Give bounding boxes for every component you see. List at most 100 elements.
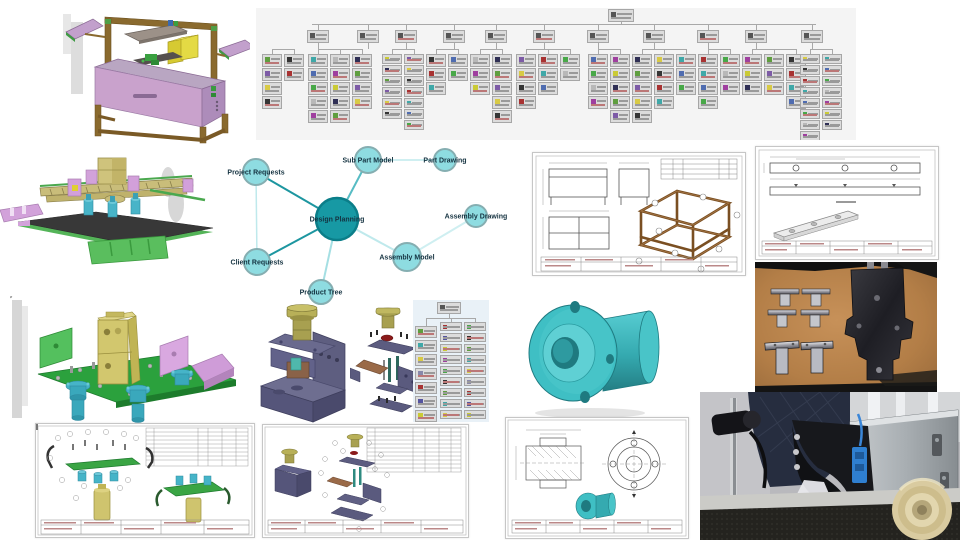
part-card bbox=[588, 54, 608, 67]
part-thumbnail-icon bbox=[495, 113, 500, 118]
card-text-line bbox=[767, 90, 781, 92]
card-text-line bbox=[446, 306, 459, 308]
card-text-line bbox=[795, 72, 804, 74]
card-text-line bbox=[435, 58, 444, 60]
part-thumbnail-icon bbox=[748, 33, 753, 38]
part-card bbox=[587, 30, 609, 43]
card-text-line bbox=[443, 381, 459, 383]
part-card bbox=[284, 54, 304, 67]
part-thumbnail-icon bbox=[311, 99, 316, 104]
card-text-line bbox=[748, 38, 764, 40]
network-edge bbox=[255, 171, 258, 263]
card-text-line bbox=[525, 58, 534, 60]
card-text-line bbox=[429, 90, 443, 92]
card-text-line bbox=[613, 62, 627, 64]
part-card bbox=[352, 54, 372, 67]
brackets-photo-art bbox=[755, 262, 937, 392]
part-card bbox=[308, 96, 328, 109]
part-thumbnail-icon bbox=[519, 71, 524, 76]
card-text-line bbox=[271, 58, 280, 60]
part-thumbnail-icon bbox=[495, 71, 500, 76]
part-thumbnail-icon bbox=[591, 99, 596, 104]
card-text-line bbox=[525, 100, 534, 102]
card-text-line bbox=[619, 100, 628, 102]
part-thumbnail-icon bbox=[536, 33, 541, 38]
card-text-line bbox=[751, 72, 760, 74]
part-card bbox=[654, 82, 674, 95]
part-thumbnail-icon bbox=[767, 85, 772, 90]
card-text-line bbox=[473, 62, 487, 64]
card-text-line bbox=[745, 62, 759, 64]
part-card bbox=[382, 98, 402, 108]
card-text-line bbox=[407, 114, 421, 116]
flanged-bushing-model bbox=[515, 287, 665, 422]
card-text-line bbox=[804, 38, 820, 40]
card-text-line bbox=[825, 59, 839, 61]
tree-connector bbox=[730, 49, 731, 54]
part-thumbnail-icon bbox=[429, 85, 434, 90]
card-text-line bbox=[729, 58, 738, 60]
card-text-line bbox=[611, 17, 631, 19]
card-text-line bbox=[685, 58, 694, 60]
card-text-line bbox=[773, 72, 782, 74]
tree-connector bbox=[294, 49, 295, 54]
part-thumbnail-icon bbox=[429, 57, 434, 62]
card-text-line bbox=[519, 76, 533, 78]
part-card bbox=[720, 82, 740, 95]
part-thumbnail-icon bbox=[451, 71, 456, 76]
card-text-line bbox=[723, 62, 737, 64]
part-thumbnail-icon bbox=[495, 99, 500, 104]
network-node-project-requests bbox=[242, 158, 270, 186]
part-card bbox=[801, 30, 823, 43]
card-text-line bbox=[467, 392, 483, 394]
part-card bbox=[448, 68, 468, 81]
card-text-line bbox=[597, 86, 606, 88]
card-text-line bbox=[773, 86, 782, 88]
part-card bbox=[676, 82, 696, 95]
part-card bbox=[464, 355, 486, 364]
part-thumbnail-icon bbox=[635, 71, 640, 76]
part-thumbnail-icon bbox=[311, 71, 316, 76]
card-text-line bbox=[619, 86, 628, 88]
tree-connector bbox=[526, 49, 527, 54]
card-text-line bbox=[265, 62, 279, 64]
network-node-assembly-model bbox=[392, 242, 422, 272]
part-card bbox=[284, 68, 304, 81]
part-thumbnail-icon bbox=[519, 99, 524, 104]
part-thumbnail-icon bbox=[311, 57, 316, 62]
card-text-line bbox=[542, 34, 553, 36]
part-thumbnail-icon bbox=[723, 85, 728, 90]
card-text-line bbox=[641, 114, 650, 116]
card-text-line bbox=[495, 62, 509, 64]
card-text-line bbox=[663, 100, 672, 102]
frame-drawing-sheet bbox=[532, 152, 746, 276]
part-card bbox=[492, 96, 512, 109]
part-thumbnail-icon bbox=[355, 71, 360, 76]
part-card bbox=[415, 410, 437, 422]
card-text-line bbox=[663, 72, 672, 74]
part-thumbnail-icon bbox=[265, 99, 270, 104]
network-label-sub-part-model: Sub Part Model bbox=[343, 158, 394, 165]
card-text-line bbox=[635, 90, 649, 92]
card-text-line bbox=[547, 72, 556, 74]
part-card bbox=[822, 87, 842, 97]
part-card bbox=[610, 96, 630, 109]
tree-connector bbox=[414, 49, 415, 54]
card-text-line bbox=[418, 361, 434, 363]
card-text-line bbox=[385, 70, 399, 72]
frame-drawing-art bbox=[535, 155, 743, 273]
part-thumbnail-icon bbox=[265, 57, 270, 62]
part-card bbox=[588, 96, 608, 109]
part-card bbox=[492, 54, 512, 67]
tree-connector bbox=[654, 24, 655, 30]
card-text-line bbox=[385, 81, 399, 83]
card-text-line bbox=[429, 62, 443, 64]
card-text-line bbox=[385, 59, 399, 61]
card-text-line bbox=[700, 38, 716, 40]
card-text-line bbox=[701, 104, 715, 106]
tree-connector bbox=[544, 43, 545, 49]
card-text-line bbox=[311, 90, 325, 92]
part-thumbnail-icon bbox=[418, 371, 423, 376]
part-thumbnail-icon bbox=[590, 33, 595, 38]
part-card bbox=[330, 54, 350, 67]
